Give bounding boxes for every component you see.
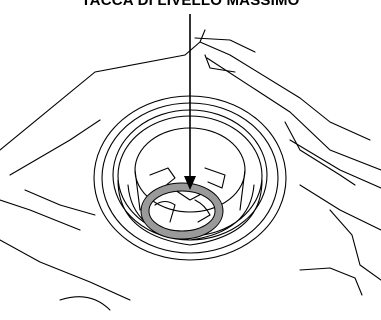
housing-right-step-2: [290, 140, 381, 188]
housing-right-lower: [300, 185, 381, 230]
max-level-notch-label: TACCA DI LIVELLO MASSIMO: [0, 0, 381, 10]
housing-bottom-left-curve: [60, 297, 110, 310]
housing-left-inner: [25, 190, 95, 215]
housing-bottom-tab: [300, 268, 362, 295]
housing-notch: [205, 55, 235, 72]
housing-right-step: [285, 122, 355, 185]
housing-left-lower: [0, 200, 80, 230]
housing-upper-rim: [195, 38, 255, 52]
housing-right-bottom: [330, 210, 381, 280]
housing-right-panel-inner: [207, 58, 381, 170]
baffle-right: [205, 168, 225, 188]
housing-left-slope: [10, 120, 100, 175]
housing-right-panel: [200, 42, 370, 140]
housing-left-bottom: [0, 240, 130, 300]
